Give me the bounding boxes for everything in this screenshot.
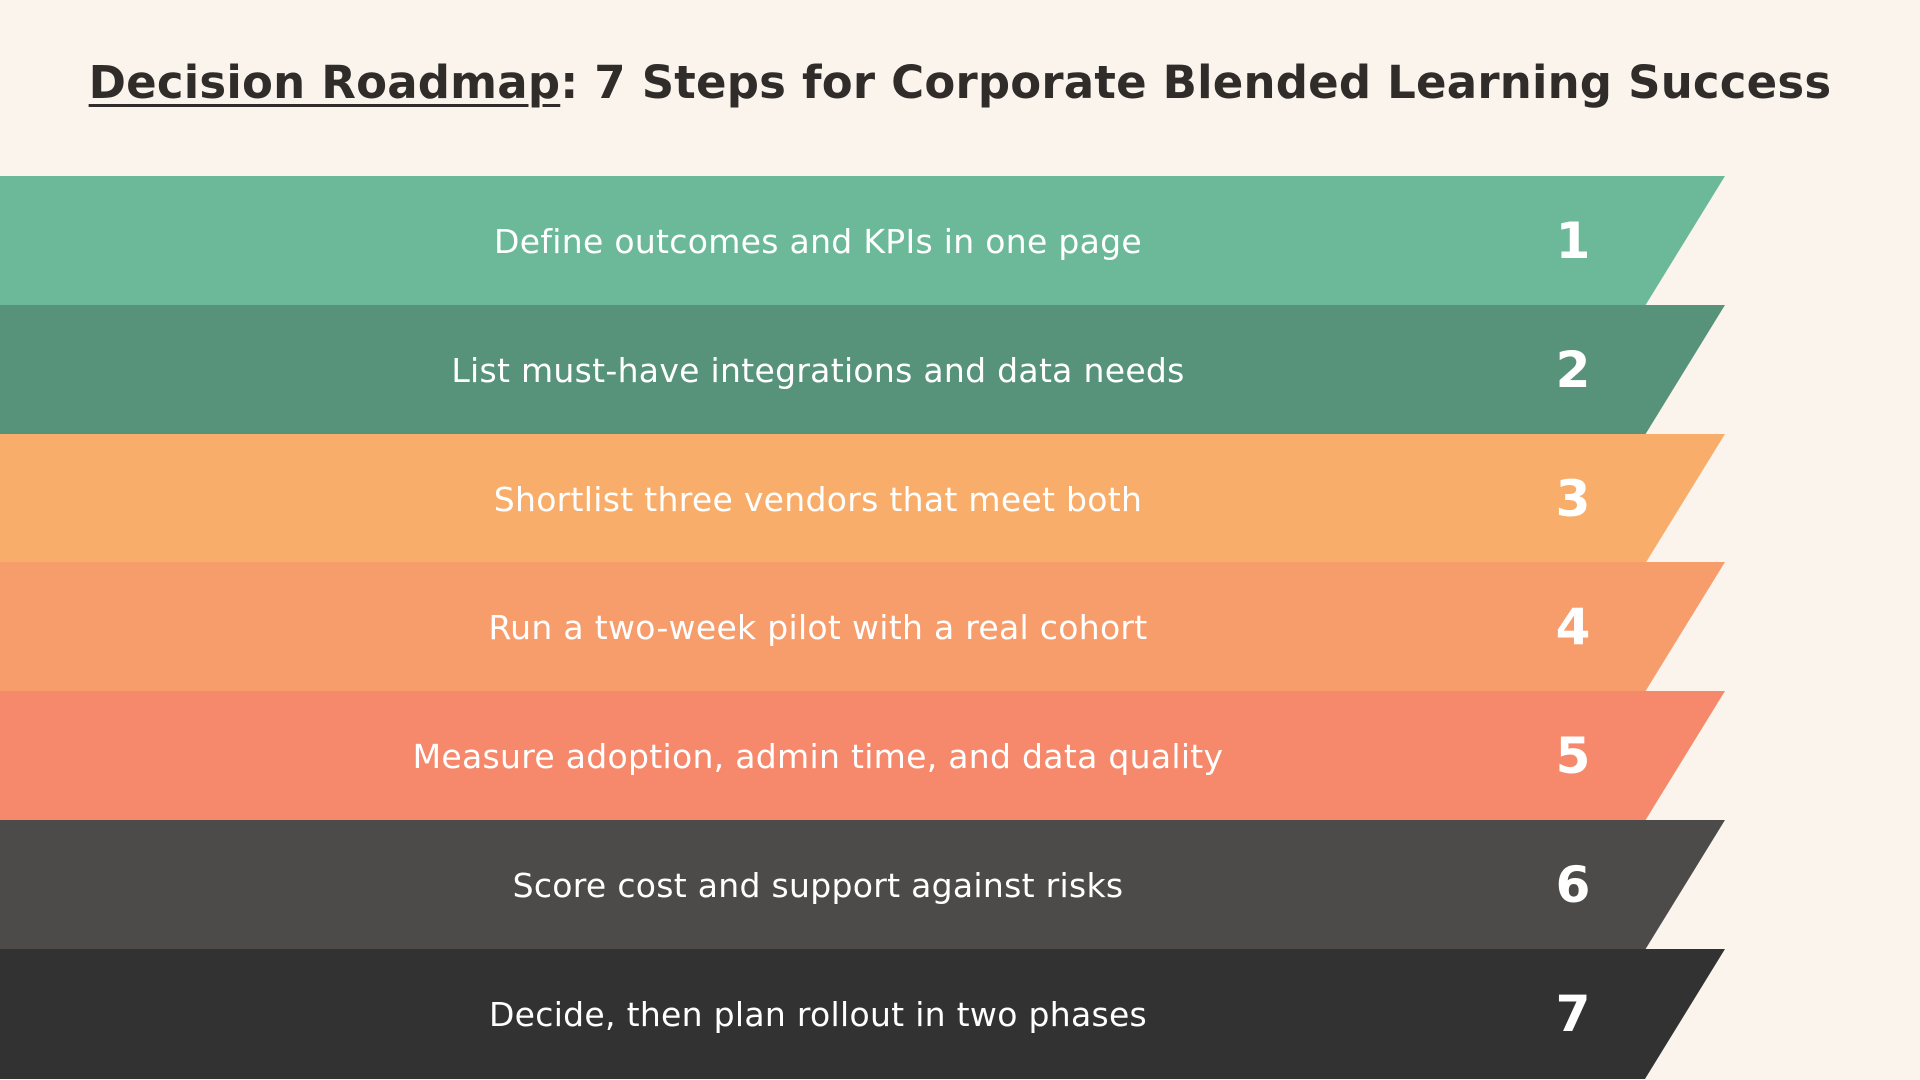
step-band-5: Measure adoption, admin time, and data q… bbox=[0, 691, 1725, 821]
step-number: 5 bbox=[1555, 727, 1591, 785]
step-band-7: Decide, then plan rollout in two phases … bbox=[0, 949, 1725, 1079]
page-title: Decision Roadmap: 7 Steps for Corporate … bbox=[0, 56, 1920, 109]
step-number: 6 bbox=[1555, 856, 1591, 914]
step-number: 1 bbox=[1555, 212, 1591, 270]
title-rest: : 7 Steps for Corporate Blended Learning… bbox=[560, 56, 1832, 109]
step-band-4: Run a two-week pilot with a real cohort … bbox=[0, 562, 1725, 692]
step-label: Define outcomes and KPIs in one page bbox=[494, 221, 1142, 261]
step-number: 7 bbox=[1555, 985, 1591, 1043]
step-label: Measure adoption, admin time, and data q… bbox=[412, 736, 1224, 776]
step-label: Shortlist three vendors that meet both bbox=[493, 479, 1143, 519]
title-emphasis: Decision Roadmap bbox=[88, 56, 561, 109]
step-number: 4 bbox=[1555, 598, 1591, 656]
step-band-3: Shortlist three vendors that meet both 3 bbox=[0, 434, 1725, 564]
step-band-1: Define outcomes and KPIs in one page 1 bbox=[0, 176, 1725, 306]
step-label: Score cost and support against risks bbox=[512, 865, 1124, 905]
step-number: 2 bbox=[1555, 341, 1591, 399]
step-label: Run a two-week pilot with a real cohort bbox=[488, 607, 1148, 647]
step-number: 3 bbox=[1555, 470, 1591, 528]
step-band-6: Score cost and support against risks 6 bbox=[0, 820, 1725, 950]
step-band-2: List must-have integrations and data nee… bbox=[0, 305, 1725, 435]
step-label: Decide, then plan rollout in two phases bbox=[488, 994, 1148, 1034]
step-label: List must-have integrations and data nee… bbox=[451, 350, 1185, 390]
